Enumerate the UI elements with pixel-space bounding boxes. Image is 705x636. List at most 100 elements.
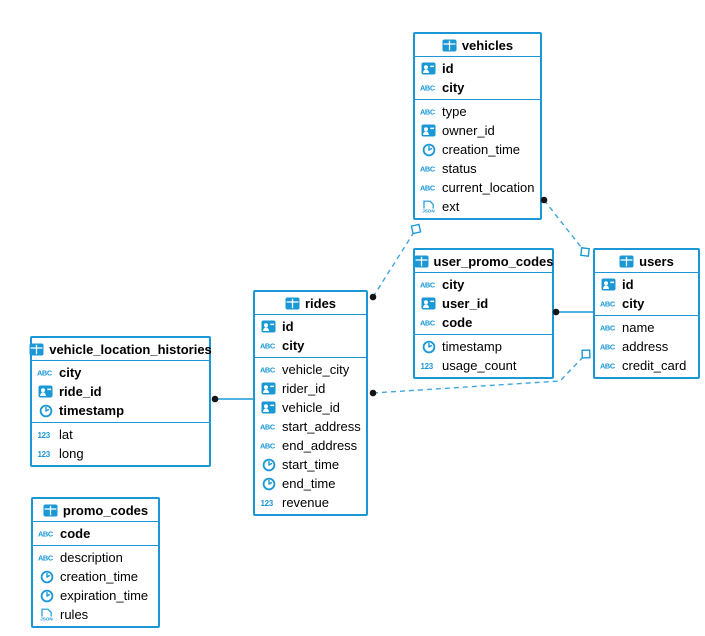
column-name: timestamp bbox=[59, 403, 125, 418]
key-column-row: timestamp bbox=[32, 401, 209, 420]
column-name: creation_time bbox=[60, 569, 139, 584]
table-header[interactable]: user_promo_codes bbox=[414, 250, 553, 273]
table-icon bbox=[43, 504, 58, 516]
string-type-icon: ABC bbox=[38, 530, 54, 539]
uuid-type-icon bbox=[261, 382, 276, 395]
json-type-icon: JSON bbox=[422, 200, 435, 213]
timestamp-type-icon bbox=[422, 340, 435, 353]
string-type-icon: ABC bbox=[260, 366, 276, 375]
svg-text:ABC: ABC bbox=[600, 343, 616, 352]
json-type-icon: JSON bbox=[40, 608, 53, 621]
table-name: rides bbox=[304, 295, 337, 311]
timestamp-type-icon bbox=[262, 458, 275, 471]
table-icon bbox=[285, 297, 300, 309]
column-name: usage_count bbox=[442, 358, 517, 373]
column-name: address bbox=[622, 339, 669, 354]
svg-text:123: 123 bbox=[421, 362, 434, 371]
column-name: rules bbox=[60, 607, 89, 622]
column-row: ABC description bbox=[33, 548, 158, 567]
string-type-icon: ABC bbox=[260, 423, 276, 432]
relation-vehicle_location_histories-rides[interactable] bbox=[211, 395, 253, 403]
columns-section: ABC description creation_time expiration_ti… bbox=[33, 546, 158, 626]
timestamp-type-icon bbox=[39, 404, 52, 417]
column-row: expiration_time bbox=[33, 586, 158, 605]
column-name: id bbox=[282, 319, 294, 334]
string-type-icon: ABC bbox=[420, 281, 436, 290]
column-row: owner_id bbox=[415, 121, 540, 140]
table-icon bbox=[414, 255, 429, 267]
svg-text:123: 123 bbox=[38, 450, 51, 459]
relation-line[interactable] bbox=[543, 199, 586, 253]
uuid-type-icon bbox=[261, 320, 276, 333]
column-row: end_time bbox=[255, 474, 366, 493]
string-type-icon: ABC bbox=[420, 108, 436, 117]
table-header[interactable]: vehicle_location_histories bbox=[29, 338, 212, 361]
string-type-icon: ABC bbox=[420, 184, 436, 193]
string-type-icon: ABC bbox=[38, 554, 54, 563]
table-header[interactable]: vehicles bbox=[415, 34, 540, 57]
relation-line[interactable] bbox=[372, 228, 417, 298]
string-type-icon: ABC bbox=[420, 84, 436, 93]
column-name: start_address bbox=[282, 419, 361, 434]
uuid-type-icon bbox=[38, 385, 53, 398]
column-row: ABC current_location bbox=[415, 178, 540, 197]
table-icon bbox=[442, 39, 457, 51]
table-icon bbox=[29, 343, 44, 355]
column-name: vehicle_id bbox=[282, 400, 340, 415]
svg-text:JSON: JSON bbox=[40, 616, 53, 621]
column-row: timestamp bbox=[415, 337, 552, 356]
column-row: JSON rules bbox=[33, 605, 158, 624]
column-name: current_location bbox=[442, 180, 535, 195]
column-name: city bbox=[282, 338, 305, 353]
timestamp-type-icon bbox=[40, 589, 53, 602]
table-header[interactable]: promo_codes bbox=[33, 499, 158, 522]
svg-text:ABC: ABC bbox=[420, 184, 436, 193]
column-row: rider_id bbox=[255, 379, 366, 398]
timestamp-type-icon bbox=[422, 143, 435, 156]
svg-text:123: 123 bbox=[38, 431, 51, 440]
table-header[interactable]: users bbox=[595, 250, 698, 273]
key-column-row: id bbox=[415, 59, 540, 78]
column-row: ABC address bbox=[595, 337, 698, 356]
column-name: ext bbox=[442, 199, 460, 214]
relation-user_promo_codes-users[interactable] bbox=[552, 308, 593, 316]
uuid-type-icon bbox=[421, 297, 436, 310]
column-name: expiration_time bbox=[60, 588, 149, 603]
column-row: 123 usage_count bbox=[415, 356, 552, 375]
column-name: description bbox=[60, 550, 123, 565]
key-column-row: id bbox=[595, 275, 698, 294]
string-type-icon: ABC bbox=[420, 319, 436, 328]
number-type-icon: 123 bbox=[261, 499, 275, 508]
column-name: status bbox=[442, 161, 477, 176]
column-name: name bbox=[622, 320, 655, 335]
string-type-icon: ABC bbox=[600, 324, 616, 333]
table-header[interactable]: rides bbox=[255, 292, 366, 315]
string-type-icon: ABC bbox=[420, 165, 436, 174]
column-name: timestamp bbox=[442, 339, 502, 354]
table-name: promo_codes bbox=[62, 502, 149, 518]
column-row: creation_time bbox=[415, 140, 540, 159]
column-name: city bbox=[442, 277, 465, 292]
svg-text:123: 123 bbox=[261, 499, 274, 508]
timestamp-type-icon bbox=[40, 570, 53, 583]
relation-dot-marker bbox=[369, 389, 377, 397]
column-row: JSON ext bbox=[415, 197, 540, 216]
svg-text:ABC: ABC bbox=[600, 300, 616, 309]
